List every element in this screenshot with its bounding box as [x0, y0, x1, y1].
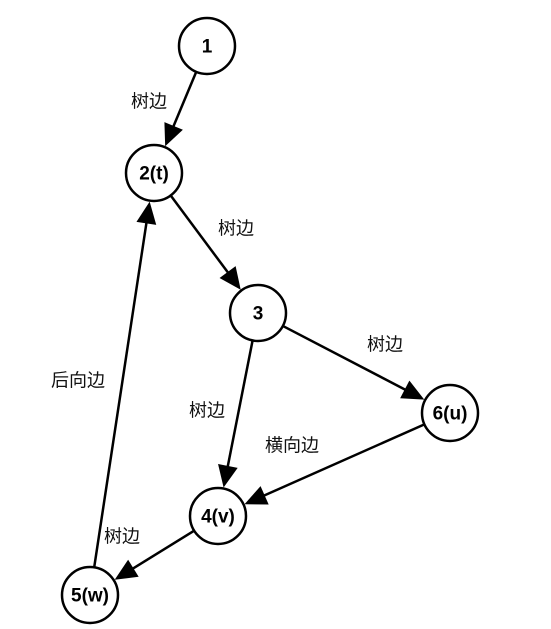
node-label: 3	[253, 304, 264, 325]
edge-line	[262, 423, 425, 498]
edge-n1-n2	[164, 71, 198, 147]
arrowhead-icon	[244, 486, 269, 505]
node-circle	[420, 383, 480, 443]
node-circle	[228, 283, 288, 343]
arrowhead-icon	[136, 201, 157, 225]
edge-n6-n4	[244, 423, 425, 505]
node-n5: 5(w)	[60, 565, 120, 625]
arrowhead-icon	[114, 559, 139, 580]
edge-label: 树边	[367, 335, 403, 356]
edge-line	[171, 71, 198, 129]
edge-label: 树边	[189, 401, 225, 422]
node-label: 1	[202, 37, 213, 58]
edge-line	[169, 194, 230, 275]
node-n3: 3	[228, 283, 288, 343]
edge-n5-n2	[92, 201, 157, 568]
nodes-layer: 1 2(t) 3 4(v) 5(w) 6(u)	[60, 16, 480, 625]
edge-line	[92, 221, 148, 568]
node-n2: 2(t)	[124, 143, 184, 203]
edges-layer	[92, 71, 425, 580]
node-label: 5(w)	[71, 586, 109, 607]
node-circle	[177, 16, 237, 76]
node-n6: 6(u)	[420, 383, 480, 443]
node-circle	[124, 143, 184, 203]
arrowhead-icon	[400, 380, 425, 400]
edge-label: 横向边	[265, 436, 319, 457]
edge-label: 树边	[104, 527, 140, 548]
edge-n4-n5	[114, 529, 195, 580]
edge-label: 树边	[131, 92, 167, 113]
node-circle	[60, 565, 120, 625]
node-label: 2(t)	[139, 164, 169, 185]
arrowhead-icon	[164, 122, 183, 147]
node-n4: 4(v)	[188, 486, 248, 546]
edge-line	[282, 324, 408, 392]
node-n1: 1	[177, 16, 237, 76]
edge-n3-n4	[218, 340, 254, 488]
edge-n2-n3	[169, 194, 241, 290]
edge-label: 树边	[218, 219, 254, 240]
arrowhead-icon	[218, 464, 238, 488]
arrowhead-icon	[219, 266, 241, 290]
edge-n3-n6	[282, 324, 425, 400]
node-label: 4(v)	[201, 507, 235, 528]
edge-label: 后向边	[51, 371, 105, 392]
node-circle	[188, 486, 248, 546]
node-label: 6(u)	[433, 404, 468, 425]
edge-line	[226, 340, 254, 469]
edge-line	[131, 529, 195, 571]
